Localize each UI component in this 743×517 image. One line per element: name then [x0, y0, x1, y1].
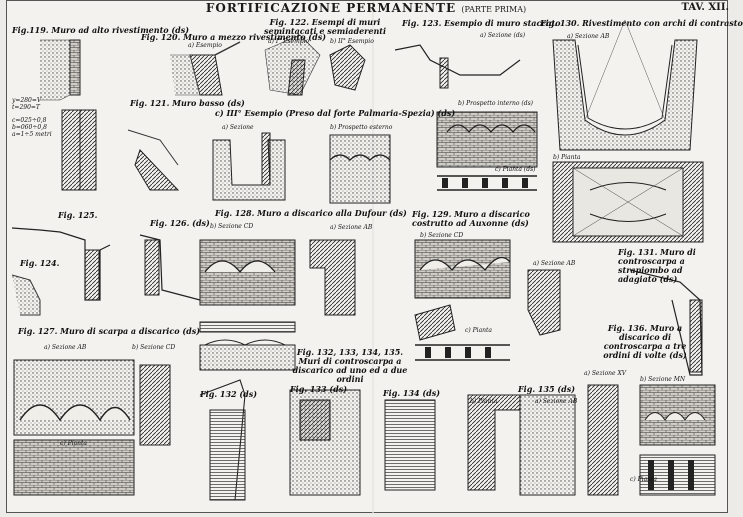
caption-fig-122: Fig. 122. Esempi di muri semintacati e s… [263, 17, 387, 36]
caption-fig-129-b: b) Sezione CD [420, 232, 464, 239]
caption-fig-130: Fig. 130. Rivestimento con archi di cont… [540, 18, 743, 28]
caption-fig-123-c: c) Pianta (ds) [495, 166, 536, 173]
caption-fig-129-c: c) Pianta [465, 327, 492, 334]
caption-fig-127-a: a) Sezione AB [44, 344, 87, 351]
caption-fig-128: Fig. 128. Muro a discarico alla Dufour (… [215, 208, 407, 218]
title-subtitle: (PARTE PRIMA) [461, 5, 527, 14]
caption-fig-135: Fig. 135 (ds) [518, 384, 576, 394]
plate-number: TAV. XII. [681, 2, 730, 13]
caption-fig-121-pro: b) Prospetto esterno [330, 124, 393, 131]
caption-fig-119: Fig.119. Muro ad alto rivestimento (ds) [12, 25, 190, 35]
caption-fig-125: Fig. 125. [58, 210, 98, 220]
note-119-1: y=280=V [12, 97, 42, 104]
fig-120-drawing [170, 41, 241, 96]
caption-fig-135-a: a) Sezione AB [535, 398, 578, 405]
caption-fig-123-b: b) Prospetto interno (ds) [458, 100, 534, 107]
caption-fig-121-c: c) III° Esempio (Preso dal forte Palmari… [215, 108, 456, 118]
fig-128-drawing [199, 239, 356, 371]
caption-fig-134-b: b) Pianta [470, 398, 498, 405]
caption-fig-121-sez: a) Sezione [222, 124, 254, 131]
caption-fig-128-b: b) Sezione CD [210, 223, 254, 230]
caption-fig-124: Fig. 124. [20, 258, 60, 268]
plate-title: FORTIFICAZIONE PERMANENTE (PARTE PRIMA) [0, 1, 732, 15]
caption-fig-127: Fig. 127. Muro di scarpa a discarico (ds… [18, 326, 200, 336]
fig-119-drawing [40, 39, 97, 191]
caption-fig-123-a: a) Sezione (ds) [480, 32, 526, 39]
note-119-4: b=060÷0,8 [12, 124, 47, 131]
caption-fig-121: Fig. 121. Muro basso (ds) [130, 98, 245, 108]
caption-fig-120: Fig. 120. Muro a mezzo rivestimento (ds) [141, 32, 326, 42]
caption-fig-130-a: a) Sezione AB [567, 33, 610, 40]
caption-fig-126: Fig. 126. (ds) [150, 218, 210, 228]
caption-fig-129-a: a) Sezione AB [533, 260, 576, 267]
caption-fig-132: Fig. 132 (ds) [200, 389, 258, 399]
fig-127-drawing [13, 359, 171, 496]
note-119-3: c=025÷0,8 [12, 117, 47, 124]
fig-129-drawing [414, 239, 561, 361]
caption-fig-132-135: Fig. 132, 133, 134, 135. Muri di contros… [292, 347, 408, 384]
caption-fig-128-a: a) Sezione AB [330, 224, 373, 231]
caption-fig-136-b: b) Sezione MN [640, 376, 686, 383]
caption-fig-122-a: a) I° Esempio [268, 38, 310, 45]
fig-121-drawing [127, 129, 391, 204]
caption-fig-122-b: b) II° Esempio [330, 38, 374, 45]
caption-fig-120-a: a) Esempio [188, 42, 222, 49]
title-text: FORTIFICAZIONE PERMANENTE [205, 1, 457, 15]
caption-fig-123: Fig. 123. Esempio di muro staccato [402, 18, 561, 28]
note-119-5: a=1÷5 metri [12, 131, 52, 138]
caption-fig-130-b: b) Pianta [553, 154, 581, 161]
fig-123-drawing [394, 44, 538, 191]
caption-fig-131: Fig. 131. Muro di controscarpa a strapio… [618, 247, 696, 284]
note-119-2: t=290=T [12, 104, 40, 111]
caption-fig-134: Fig. 134 (ds) [383, 388, 441, 398]
caption-fig-136-c: c) Pianta [630, 476, 657, 483]
fig-136-drawing [587, 384, 716, 496]
page-fold [372, 1, 374, 514]
fig-132-135-drawing [199, 379, 576, 501]
fig-124-125-drawing [11, 227, 111, 316]
caption-fig-127-b: b) Sezione CD [132, 344, 176, 351]
fig-130-drawing [552, 19, 704, 243]
caption-fig-136-a: a) Sezione XV [584, 370, 627, 377]
fig-122-drawing [264, 34, 366, 96]
caption-fig-136: Fig. 136. Muro a discarico di controscar… [603, 323, 687, 360]
fig-131-drawing [629, 269, 703, 376]
caption-fig-129: Fig. 129. Muro a discarico costrutto ad … [412, 209, 530, 228]
caption-fig-127-c: c) Pianta [60, 440, 87, 447]
caption-fig-133: Fig. 133 (ds) [290, 384, 348, 394]
fig-126-drawing [139, 234, 201, 301]
